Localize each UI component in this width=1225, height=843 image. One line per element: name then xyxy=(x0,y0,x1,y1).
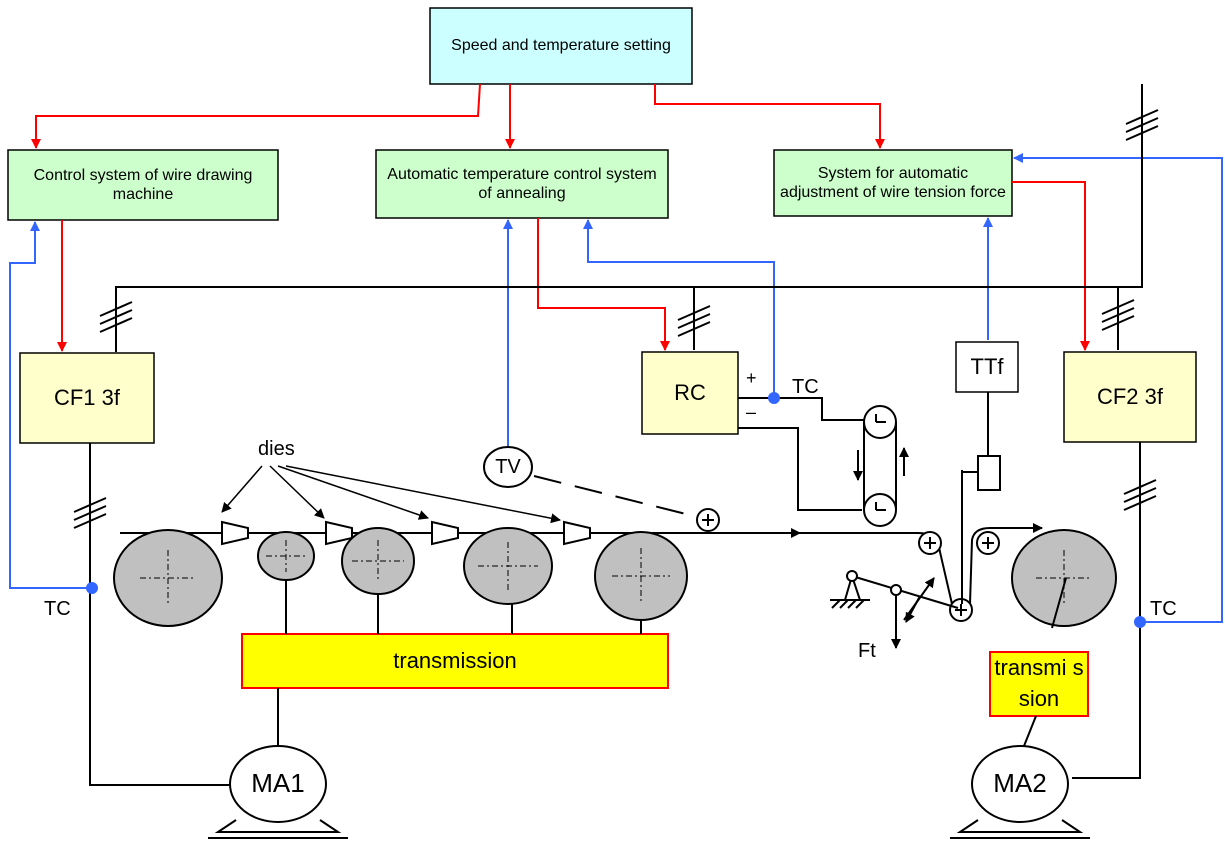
red-temp-to-rc xyxy=(537,218,670,351)
tc-junctions xyxy=(86,392,1146,628)
auto-tension-title: System for automatic adjustment of wire … xyxy=(780,164,1006,201)
dancer-arm xyxy=(830,455,1001,649)
minus-label: – xyxy=(746,402,757,422)
guide-pulleys xyxy=(696,508,1000,622)
rc-label: RC xyxy=(674,379,706,405)
transmission-main-label: transmission xyxy=(393,647,517,673)
setting-title: Speed and temperature setting xyxy=(451,37,671,55)
cf1-box xyxy=(19,352,155,444)
die-2 xyxy=(325,520,353,546)
tension-sensor xyxy=(977,455,1001,491)
wire-dancer-up xyxy=(969,527,1040,605)
drum-shafts xyxy=(285,577,1067,634)
tv-label: TV xyxy=(495,456,521,478)
die-4 xyxy=(563,520,591,546)
tc-rc-label: TC xyxy=(792,376,819,398)
cf2-to-ma2 xyxy=(1072,442,1141,779)
blue-rc-tc-to-temp xyxy=(583,219,775,398)
plus-label: + xyxy=(746,368,757,388)
control-drawing-box xyxy=(7,149,279,221)
tc-right-label: TC xyxy=(1150,598,1177,620)
tv-dash xyxy=(533,475,695,517)
tc-left-junction xyxy=(86,582,98,594)
ttf-box xyxy=(955,341,1019,393)
die-1 xyxy=(221,520,249,546)
cf2-label: CF2 3f xyxy=(1096,383,1164,409)
tv-circle xyxy=(483,446,533,488)
three-phase-marks xyxy=(73,109,1159,529)
transmission-small-box xyxy=(989,651,1089,717)
auto-tension-box xyxy=(773,149,1013,217)
cf1-label: CF1 3f xyxy=(53,384,121,410)
red-signals xyxy=(31,83,1090,352)
drum-centerlines xyxy=(140,540,1092,606)
annealing-loop xyxy=(853,405,909,527)
dies-pointers xyxy=(221,465,561,524)
tc-right-junction xyxy=(1134,616,1146,628)
motors xyxy=(208,745,1090,839)
red-to-control xyxy=(31,83,481,149)
setting-box xyxy=(429,7,693,85)
transmission-main-box xyxy=(241,633,669,689)
tc-rc-junction xyxy=(768,392,780,404)
cf2-box xyxy=(1063,351,1197,443)
tc-left-label: TC xyxy=(44,598,71,620)
red-to-tension xyxy=(654,84,885,149)
control-drawing-title: Control system of wire drawing machine xyxy=(33,166,253,203)
blue-tc-right-to-tension xyxy=(1013,153,1223,623)
rc-box xyxy=(641,351,739,435)
die-3 xyxy=(431,520,459,546)
ft-label: Ft xyxy=(858,640,876,662)
red-tension-to-cf2 xyxy=(1012,181,1090,351)
auto-temp-title: Automatic temperature control system of … xyxy=(387,165,657,202)
rc-plus-line xyxy=(738,397,881,421)
dies-group xyxy=(221,520,591,546)
ma1-label: MA1 xyxy=(251,768,305,799)
auto-temp-box xyxy=(375,149,669,219)
dies-label: dies xyxy=(258,438,295,460)
blue-tc-to-control xyxy=(9,221,92,589)
transmission-small-label: transmi ssion xyxy=(994,655,1084,711)
ma1-circle xyxy=(229,745,327,823)
ma2-label: MA2 xyxy=(993,768,1047,799)
ttf-label: TTf xyxy=(970,353,1004,379)
blue-signals xyxy=(9,153,1223,623)
cf1-to-ma1 xyxy=(89,443,230,786)
power-bus xyxy=(115,84,1143,352)
ma2-circle xyxy=(971,745,1069,823)
rc-minus-line xyxy=(738,427,862,511)
tv-sensor xyxy=(483,446,695,517)
